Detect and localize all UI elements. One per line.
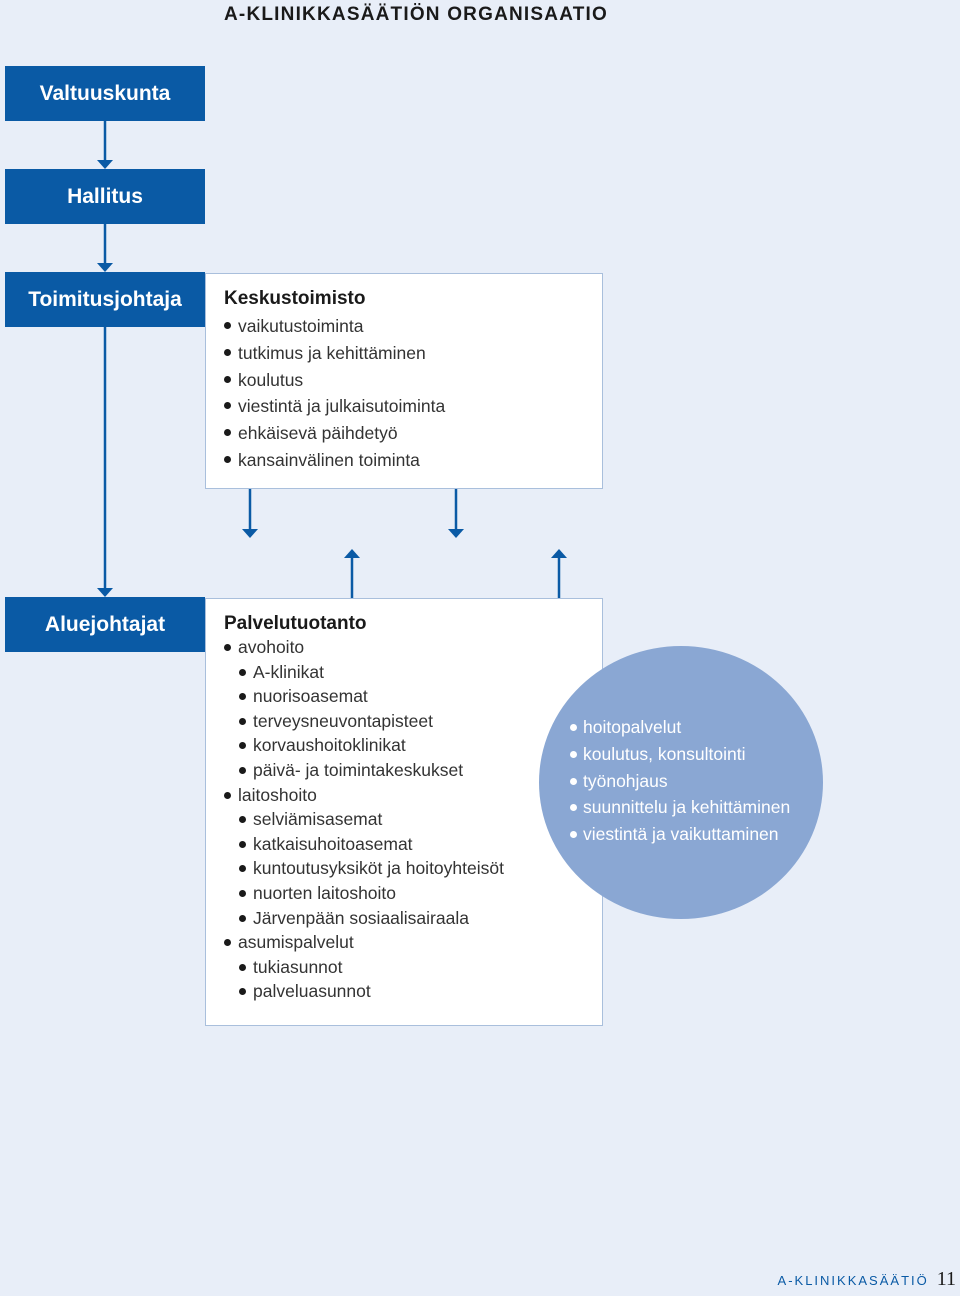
list-item: Järvenpään sosiaalisairaala	[239, 906, 602, 931]
central-office-box: Keskustoimisto vaikutustoiminta tutkimus…	[205, 273, 603, 489]
hallitus-box: Hallitus	[5, 169, 205, 224]
list-item: A-klinikat	[239, 660, 602, 685]
list-item: vaikutustoiminta	[224, 313, 602, 340]
list-item: selviämisasemat	[239, 807, 602, 832]
group-label: avohoito	[238, 637, 305, 657]
list-item: ehkäisevä päihdetyö	[224, 420, 602, 447]
service-production-list: avohoito A-klinikat nuorisoasemat tervey…	[224, 635, 602, 1004]
list-item: nuorisoasemat	[239, 684, 602, 709]
list-item: tutkimus ja kehittäminen	[224, 340, 602, 367]
list-item: asumispalvelut tukiasunnot palveluasunno…	[224, 930, 602, 1004]
footer-label: A-KLINIKKASÄÄTIÖ	[777, 1273, 929, 1288]
list-item: päivä- ja toimintakeskukset	[239, 758, 602, 783]
list-item: laitoshoito selviämisasemat katkaisuhoit…	[224, 783, 602, 931]
circle-list: hoitopalvelut koulutus, konsultointi työ…	[569, 714, 790, 848]
toimitusjohtaja-box: Toimitusjohtaja	[5, 272, 205, 327]
aluejohtajat-box: Aluejohtajat	[5, 597, 205, 652]
services-circle: hoitopalvelut koulutus, konsultointi työ…	[539, 646, 823, 919]
list-item: viestintä ja julkaisutoiminta	[224, 393, 602, 420]
group-label: asumispalvelut	[238, 932, 354, 953]
list-item: suunnittelu ja kehittäminen	[569, 794, 790, 821]
list-item: kansainvälinen toiminta	[224, 447, 602, 474]
list-item: koulutus, konsultointi	[569, 741, 790, 768]
page-title: A-KLINIKKASÄÄTIÖN ORGANISAATIO	[224, 4, 608, 25]
central-office-list: vaikutustoiminta tutkimus ja kehittämine…	[224, 313, 602, 474]
list-item: tukiasunnot	[239, 955, 602, 980]
page-number: 11	[936, 1268, 956, 1290]
central-office-title: Keskustoimisto	[224, 288, 366, 309]
service-production-title: Palvelutuotanto	[224, 613, 367, 634]
valtuuskunta-box: Valtuuskunta	[5, 66, 205, 121]
list-item: korvaushoitoklinikat	[239, 733, 602, 758]
list-item: koulutus	[224, 367, 602, 394]
footer: A-KLINIKKASÄÄTIÖ 11	[778, 1268, 956, 1291]
list-item: terveysneuvontapisteet	[239, 709, 602, 734]
list-item: palveluasunnot	[239, 979, 602, 1004]
list-item: kuntoutusyksiköt ja hoitoyhteisöt	[239, 856, 602, 881]
list-item: katkaisuhoitoasemat	[239, 832, 602, 857]
list-item: hoitopalvelut	[569, 714, 790, 741]
list-item: avohoito A-klinikat nuorisoasemat tervey…	[224, 635, 602, 783]
list-item: nuorten laitoshoito	[239, 881, 602, 906]
group-label: laitoshoito	[238, 784, 317, 805]
list-item: työnohjaus	[569, 768, 790, 795]
list-item: viestintä ja vaikuttaminen	[569, 821, 790, 848]
service-production-box: Palvelutuotanto avohoito A-klinikat nuor…	[205, 598, 603, 1026]
